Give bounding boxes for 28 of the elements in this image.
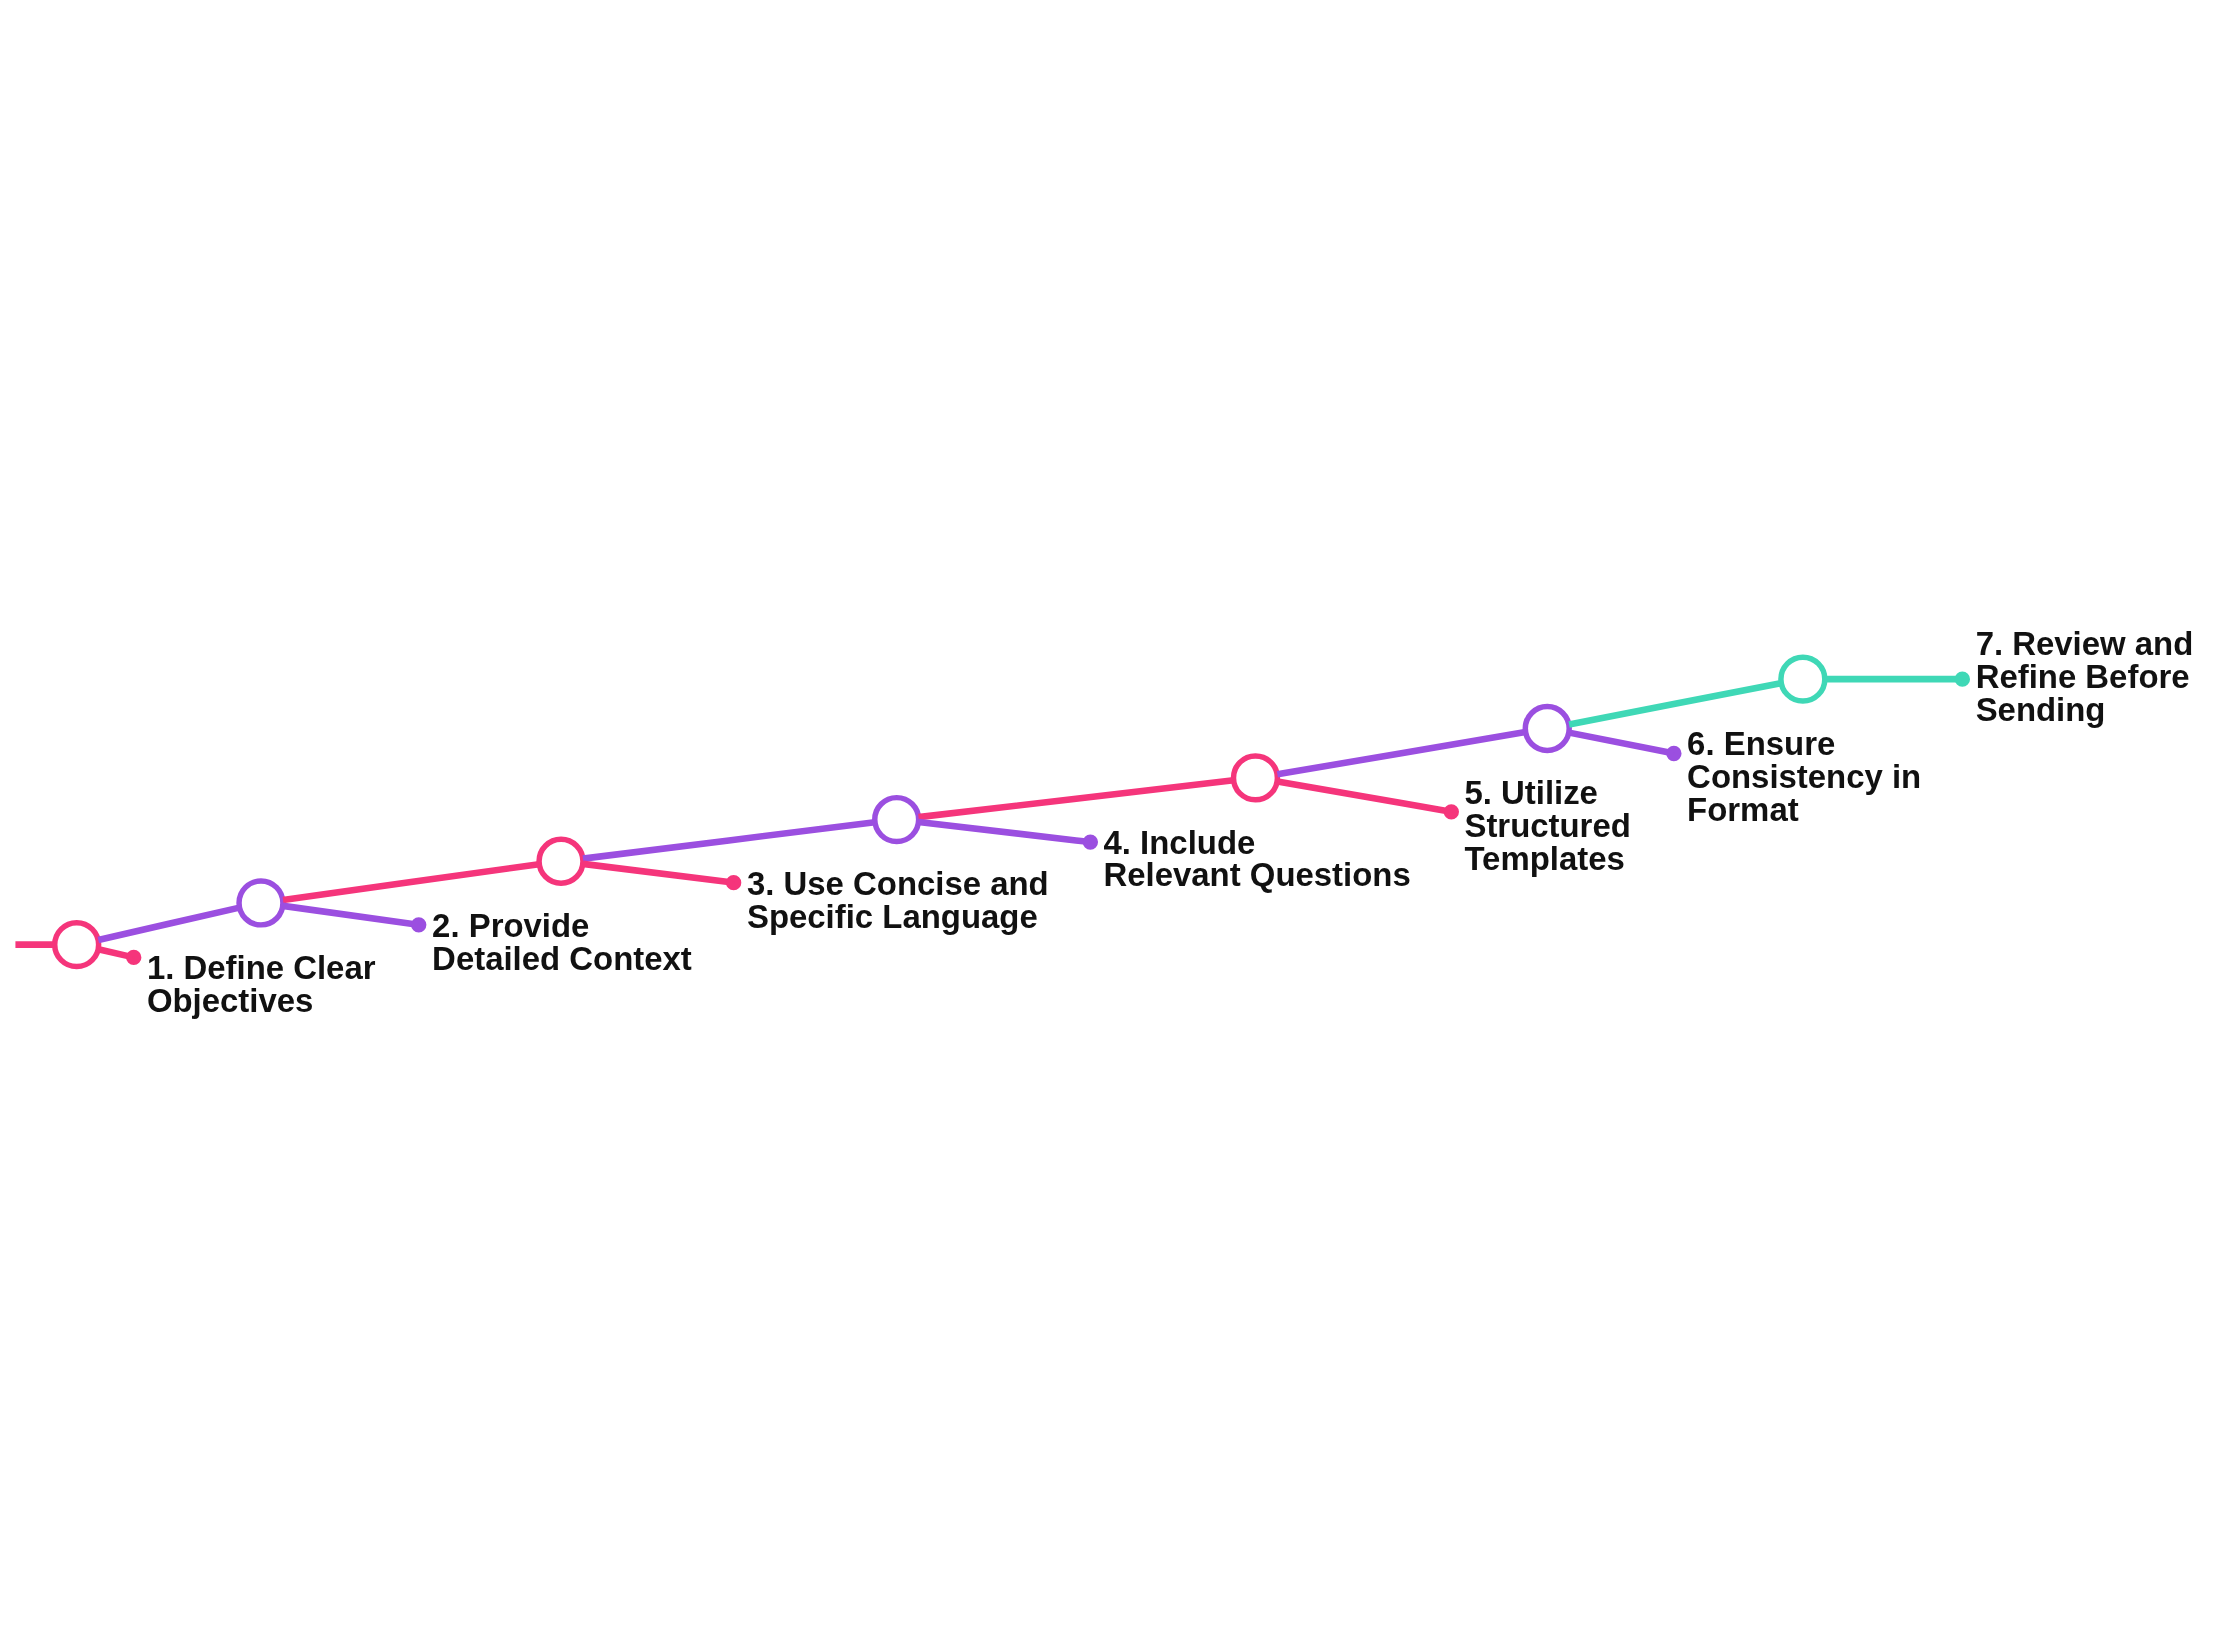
connector (1276, 777, 1459, 819)
connector (97, 903, 241, 943)
node-circle (1778, 653, 1828, 704)
node-text: 2. Provide Detailed Context (432, 906, 692, 977)
node-circle (536, 836, 586, 886)
node-circle (236, 877, 286, 928)
node-text: 6. Ensure Consistency in Format (1687, 724, 1922, 828)
node-text: 7. Review and Refine Before Sending (1975, 624, 2194, 728)
connector (282, 860, 540, 903)
connector (15, 940, 55, 948)
connector (97, 945, 142, 965)
node-circle (1230, 752, 1281, 803)
connector (918, 776, 1234, 820)
node-circle (872, 794, 922, 844)
connector (1568, 728, 1682, 761)
node-text: 1. Define Clear Objectives (146, 948, 376, 1019)
connector (282, 902, 427, 933)
node-circle (52, 919, 102, 969)
connector (1824, 670, 1971, 687)
connector (918, 818, 1099, 850)
node-text: 5. Utilize Structured Templates (1464, 773, 1631, 877)
connector (1568, 679, 1782, 728)
connector (582, 818, 876, 862)
node-text: 3. Use Concise and Specific Language (746, 864, 1049, 935)
connector (582, 860, 742, 890)
connector (1276, 728, 1527, 778)
node-circle (1522, 703, 1572, 753)
node-text: 4. Include Relevant Questions (1103, 823, 1411, 893)
